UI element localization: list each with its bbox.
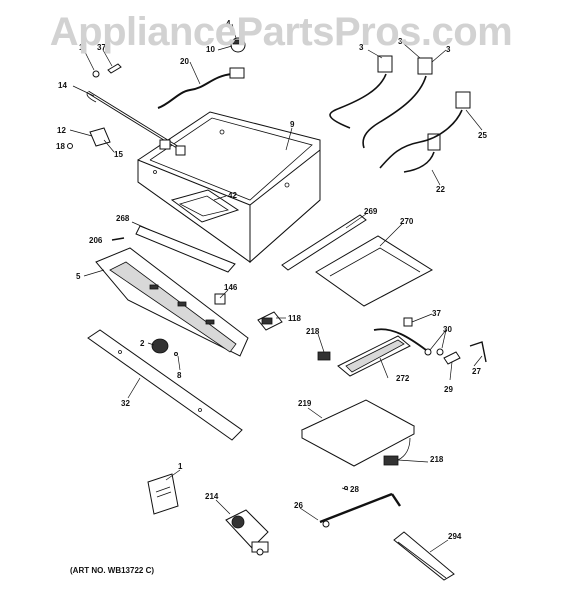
callout-206: 206 bbox=[89, 236, 103, 245]
callout-labels: 4 10 1 37 20 3 3 3 14 9 25 12 18 15 42 2… bbox=[56, 19, 487, 541]
shelf-219 bbox=[300, 399, 416, 467]
valve-4-10 bbox=[230, 37, 246, 53]
callout-219: 219 bbox=[298, 399, 312, 408]
callout-268: 268 bbox=[116, 214, 130, 223]
rail-269 bbox=[281, 214, 367, 271]
art-number: (ART NO. WB13722 C) bbox=[70, 566, 155, 575]
lower-panel-32 bbox=[87, 329, 243, 441]
valve-tubes-3-25-22 bbox=[329, 55, 471, 173]
callout-37-top: 37 bbox=[97, 43, 106, 52]
callout-20: 20 bbox=[180, 57, 189, 66]
panel-268 bbox=[135, 225, 236, 273]
callout-42: 42 bbox=[228, 191, 237, 200]
callout-118: 118 bbox=[288, 314, 301, 323]
callout-294: 294 bbox=[448, 532, 462, 541]
callout-8: 8 bbox=[177, 371, 182, 380]
callout-5: 5 bbox=[76, 272, 81, 281]
callout-218-b: 218 bbox=[430, 455, 444, 464]
callout-30: 30 bbox=[443, 325, 452, 334]
callout-146: 146 bbox=[224, 283, 238, 292]
switch-118 bbox=[257, 311, 283, 331]
callout-4: 4 bbox=[226, 19, 231, 28]
tray-272 bbox=[317, 328, 427, 377]
callout-270: 270 bbox=[400, 217, 414, 226]
orifice-parts bbox=[403, 317, 487, 365]
shield-270 bbox=[315, 235, 433, 307]
fitting-1-37 bbox=[92, 63, 122, 78]
knob-2 bbox=[151, 338, 178, 356]
callout-26: 26 bbox=[294, 501, 303, 510]
callout-37-mid: 37 bbox=[432, 309, 441, 318]
callout-14: 14 bbox=[58, 81, 67, 90]
angle-294 bbox=[393, 531, 455, 581]
callout-218-a: 218 bbox=[306, 327, 320, 336]
burner-tube-26 bbox=[319, 486, 401, 528]
valve-214 bbox=[225, 509, 269, 556]
callout-9: 9 bbox=[290, 120, 295, 129]
callout-15: 15 bbox=[114, 150, 123, 159]
literature-bag-1 bbox=[147, 473, 179, 515]
pin-206 bbox=[111, 237, 125, 241]
callout-269: 269 bbox=[364, 207, 378, 216]
callout-272: 272 bbox=[396, 374, 410, 383]
callout-29: 29 bbox=[444, 385, 453, 394]
callout-3-c: 3 bbox=[446, 45, 451, 54]
callout-2: 2 bbox=[140, 339, 145, 348]
callout-18: 18 bbox=[56, 142, 65, 151]
leader-lines bbox=[69, 23, 483, 553]
gas-tube-20 bbox=[157, 67, 245, 109]
front-panel-5 bbox=[95, 247, 249, 357]
callout-22: 22 bbox=[436, 185, 445, 194]
callout-28: 28 bbox=[350, 485, 359, 494]
callout-3-a: 3 bbox=[359, 43, 364, 52]
callout-3-b: 3 bbox=[398, 37, 403, 46]
callout-27: 27 bbox=[472, 367, 481, 376]
callout-12: 12 bbox=[57, 126, 66, 135]
callout-1-bot: 1 bbox=[178, 462, 183, 471]
callout-1-top: 1 bbox=[79, 43, 84, 52]
callout-25: 25 bbox=[478, 131, 487, 140]
callout-32: 32 bbox=[121, 399, 130, 408]
callout-10: 10 bbox=[206, 45, 215, 54]
callout-214: 214 bbox=[205, 492, 219, 501]
